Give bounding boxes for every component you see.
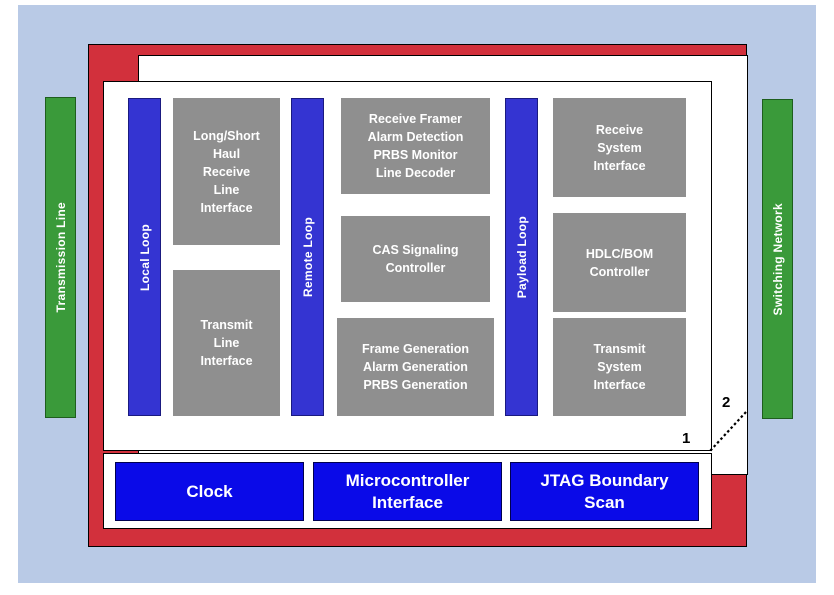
local-loop-label: Local Loop [137,223,152,291]
jtag-boundary-scan-block: JTAG Boundary Scan [510,462,699,521]
payload-loop-bar: Payload Loop [505,98,538,416]
receive-system-interface-block: Receive System Interface [553,98,686,197]
local-loop-bar: Local Loop [128,98,161,416]
marker-two: 2 [722,394,731,411]
transmit-line-interface-block: Transmit Line Interface [173,270,280,416]
payload-loop-label: Payload Loop [514,215,529,299]
dotted-connector [709,411,747,452]
receive-framer-block: Receive Framer Alarm Detection PRBS Moni… [341,98,490,194]
remote-loop-bar: Remote Loop [291,98,324,416]
transmission-line-label: Transmission Line [53,202,68,313]
frame-generation-block: Frame Generation Alarm Generation PRBS G… [337,318,494,416]
hdlc-bom-controller-block: HDLC/BOM Controller [553,213,686,312]
switching-network-label: Switching Network [770,202,785,316]
clock-block: Clock [115,462,304,521]
cas-signaling-block: CAS Signaling Controller [341,216,490,302]
transmit-system-interface-block: Transmit System Interface [553,318,686,416]
remote-loop-label: Remote Loop [300,217,315,297]
microcontroller-interface-block: Microcontroller Interface [313,462,502,521]
transmission-line-bar: Transmission Line [45,97,76,418]
marker-one: 1 [682,430,691,447]
receive-line-interface-block: Long/Short Haul Receive Line Interface [173,98,280,245]
switching-network-bar: Switching Network [762,99,793,419]
